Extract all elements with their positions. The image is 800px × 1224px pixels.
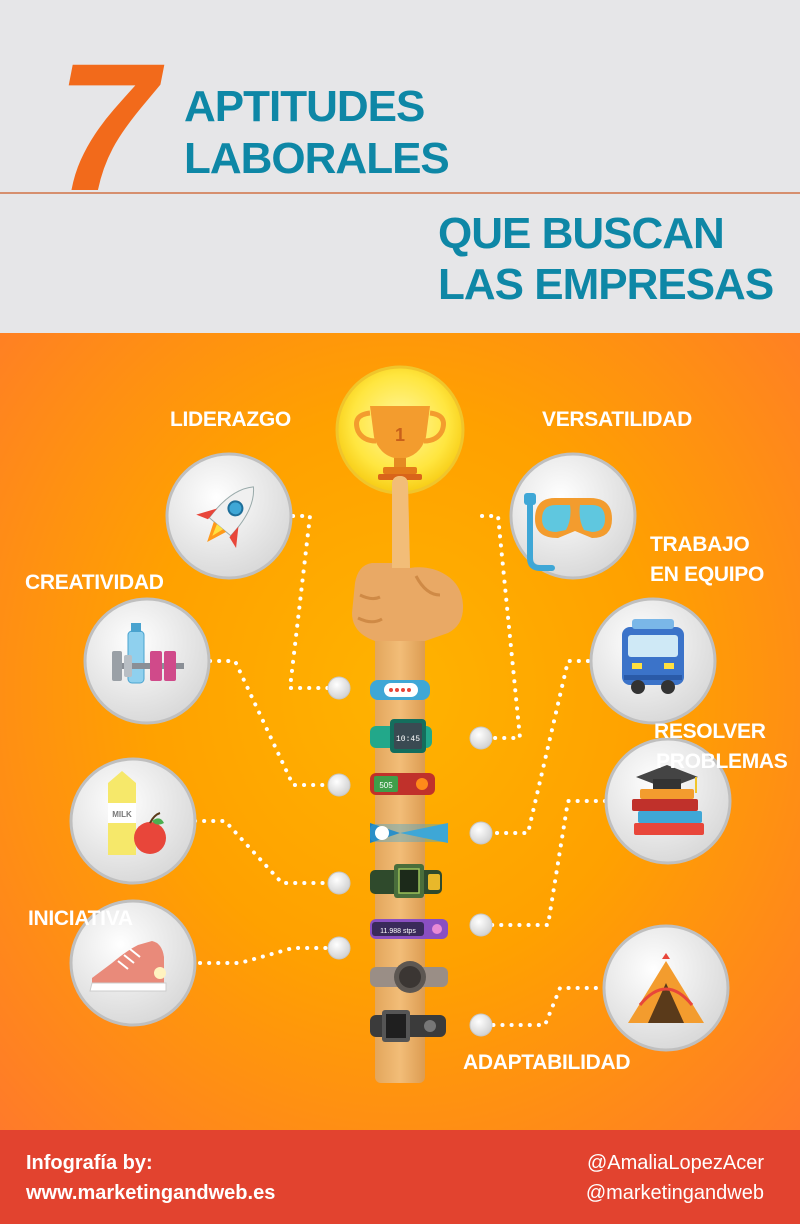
label-versatility: VERSATILIDAD <box>542 408 693 431</box>
connector-problems <box>478 799 607 927</box>
connector-initiative <box>198 946 337 965</box>
trophy-badge: 1 <box>335 365 465 495</box>
diving-mask-icon <box>524 493 612 571</box>
watch-label: 505 <box>379 781 393 790</box>
wristbands: 10:45 505 <box>370 680 448 1042</box>
scene: 1 <box>69 365 732 1083</box>
dot-nutrition <box>327 871 351 895</box>
main-illustration: 1 <box>0 333 800 1130</box>
band-red: 505 <box>370 773 435 795</box>
books-graduation-cap-icon <box>632 765 704 835</box>
bus-icon <box>622 619 684 694</box>
trophy-number: 1 <box>395 425 405 445</box>
credit-label: Infografía by: <box>26 1152 153 1174</box>
svg-text:MILK: MILK <box>112 810 132 819</box>
dot-versatility <box>469 726 493 750</box>
connector-nutrition <box>193 819 337 885</box>
band-tracker: 11.988 stps <box>370 919 448 939</box>
connector-versatility <box>478 514 523 740</box>
label-initiative: INICIATIVA <box>28 907 133 930</box>
band-smartwatch: 10:45 <box>370 719 432 753</box>
connector-adaptability <box>478 986 607 1027</box>
connector-dots <box>327 676 493 1037</box>
band-round-watch <box>370 961 448 993</box>
twitter-handle-company[interactable]: @marketingandweb <box>585 1182 764 1204</box>
label-problems-1: RESOLVER <box>654 720 766 743</box>
watch-time: 10:45 <box>396 735 420 744</box>
connector-creativity <box>208 659 337 787</box>
number-seven: 7 <box>56 25 157 229</box>
dumbbell-bottle-icon <box>112 623 184 684</box>
trophy-icon: 1 <box>354 406 446 480</box>
milk-apple-icon: MILK <box>108 771 166 855</box>
tracker-text: 11.988 stps <box>380 928 416 935</box>
dot-adaptability <box>469 1013 493 1037</box>
label-problems-2: PROBLEMAS <box>656 750 788 773</box>
band-bow <box>370 823 448 843</box>
dot-initiative <box>327 936 351 960</box>
website-link[interactable]: www.marketingandweb.es <box>26 1182 276 1204</box>
dot-problems <box>469 913 493 937</box>
subtitle-line-2: LAS EMPRESAS <box>438 260 774 309</box>
header: 7 APTITUDES LABORALES QUE BUSCAN LAS EMP… <box>0 0 800 333</box>
connector-teamwork <box>478 659 590 835</box>
label-creativity: CREATIVIDAD <box>25 571 164 594</box>
label-leadership: LIDERAZGO <box>170 408 291 431</box>
circle-creativity <box>83 597 211 725</box>
band-dots <box>370 680 430 700</box>
dot-creativity <box>327 773 351 797</box>
label-teamwork-2: EN EQUIPO <box>650 563 764 586</box>
footer: Infografía by: www.marketingandweb.es @A… <box>0 1130 800 1224</box>
tent-icon <box>628 953 704 1023</box>
label-teamwork-1: TRABAJO <box>650 533 750 556</box>
band-digital <box>370 1010 446 1042</box>
twitter-handle-author[interactable]: @AmaliaLopezAcer <box>586 1152 764 1174</box>
title-line-2: LABORALES <box>184 134 450 183</box>
connector-lines <box>193 514 607 1027</box>
title-line-1: APTITUDES <box>184 82 425 131</box>
dot-teamwork <box>469 821 493 845</box>
sneaker-icon <box>89 941 167 992</box>
connector-leadership <box>287 514 337 690</box>
header-divider <box>0 192 800 194</box>
subtitle-line-1: QUE BUSCAN <box>438 209 725 258</box>
band-square <box>370 864 442 898</box>
dot-leadership <box>327 676 351 700</box>
rocket-icon <box>196 486 255 549</box>
label-adaptability: ADAPTABILIDAD <box>463 1051 631 1074</box>
